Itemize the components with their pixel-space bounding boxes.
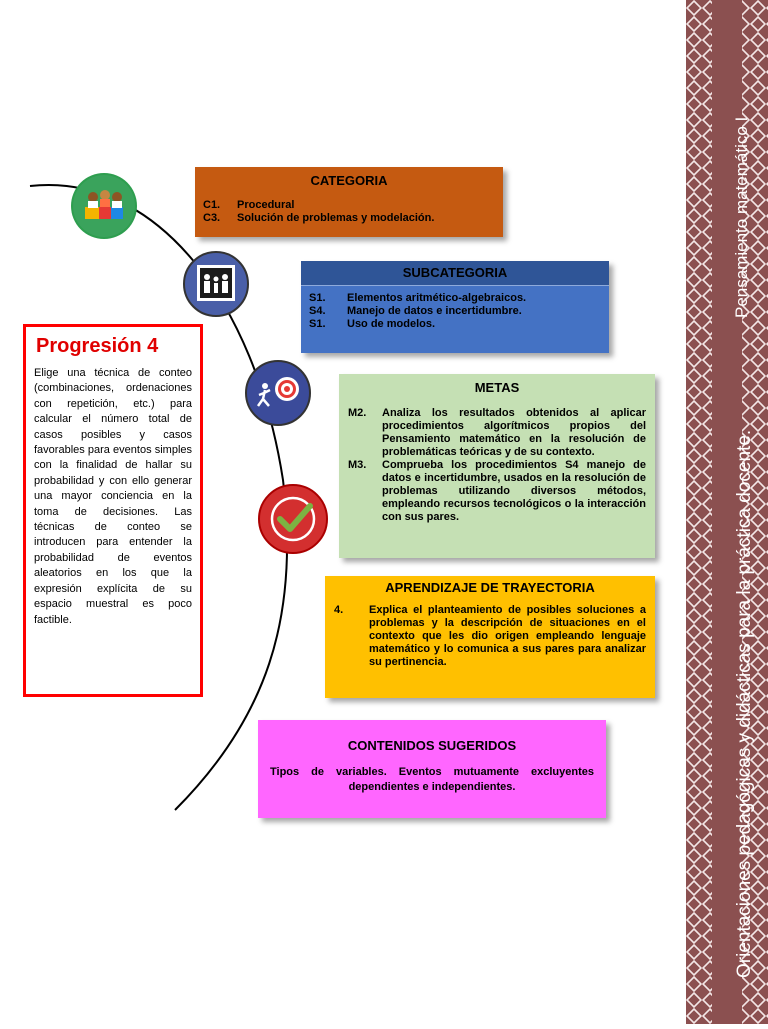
runner-target-icon: [245, 360, 311, 426]
item-code: C3.: [203, 212, 221, 224]
item-text: Solución de problemas y modelación.: [237, 212, 435, 224]
item-text: Analiza los resultados obtenidos al apli…: [382, 407, 646, 458]
list-item: C3. Solución de problemas y modelación.: [203, 212, 495, 225]
categoria-box: CATEGORIA C1. Procedural C3. Solución de…: [195, 167, 503, 237]
side-subtitle: Orientaciones pedagógicas y didácticas p…: [734, 429, 755, 978]
item-code: M2.: [348, 407, 367, 419]
team-puzzle-icon: [71, 173, 137, 239]
progresion-box: Progresión 4 Elige una técnica de conteo…: [23, 324, 203, 697]
list-item: S1. Elementos aritmético-algebraicos.: [309, 292, 601, 305]
list-item: S4. Manejo de datos e incertidumbre.: [309, 305, 601, 318]
contenidos-text: Tipos de variables. Eventos mutuamente e…: [270, 766, 594, 793]
list-item: 4. Explica el planteamiento de posibles …: [334, 604, 646, 669]
side-banner: [686, 0, 768, 1024]
aprendizaje-box: APRENDIZAJE DE TRAYECTORIA 4. Explica el…: [325, 576, 655, 698]
list-item: C1. Procedural: [203, 199, 495, 212]
aprendizaje-title: APRENDIZAJE DE TRAYECTORIA: [385, 580, 595, 595]
item-code: C1.: [203, 199, 221, 211]
item-text: Comprueba los procedimientos S4 manejo d…: [382, 459, 646, 523]
list-item: S1. Uso de modelos.: [309, 318, 601, 331]
item-code: S1.: [309, 318, 326, 330]
side-title: Pensamiento matemático I: [732, 116, 751, 318]
family-icon: [183, 251, 249, 317]
item-text: Manejo de datos e incertidumbre.: [347, 305, 522, 317]
item-code: 4.: [334, 604, 344, 616]
subcategoria-title: SUBCATEGORIA: [402, 265, 508, 280]
metas-title: METAS: [474, 380, 520, 395]
progresion-title: Progresión 4: [36, 335, 159, 357]
item-text: Uso de modelos.: [347, 318, 436, 330]
contenidos-title: CONTENIDOS SUGERIDOS: [347, 738, 517, 753]
checkmark-icon: [258, 484, 328, 554]
metas-box: METAS M2. Analiza los resultados obtenid…: [339, 374, 655, 558]
item-code: M3.: [348, 459, 367, 471]
diamond-pattern: [686, 0, 768, 1024]
subcategoria-box: SUBCATEGORIA S1. Elementos aritmético-al…: [301, 261, 609, 353]
item-text: Explica el planteamiento de posibles sol…: [369, 604, 646, 668]
item-code: S4.: [309, 305, 326, 317]
item-text: Elementos aritmético-algebraicos.: [347, 292, 527, 304]
list-item: M2. Analiza los resultados obtenidos al …: [348, 407, 646, 459]
list-item: M3. Comprueba los procedimientos S4 mane…: [348, 459, 646, 524]
progresion-text: Elige una técnica de conteo (combinacion…: [34, 367, 192, 626]
item-code: S1.: [309, 292, 326, 304]
item-text: Procedural: [237, 199, 295, 211]
categoria-title: CATEGORIA: [310, 173, 388, 188]
contenidos-box: CONTENIDOS SUGERIDOS Tipos de variables.…: [258, 720, 606, 818]
